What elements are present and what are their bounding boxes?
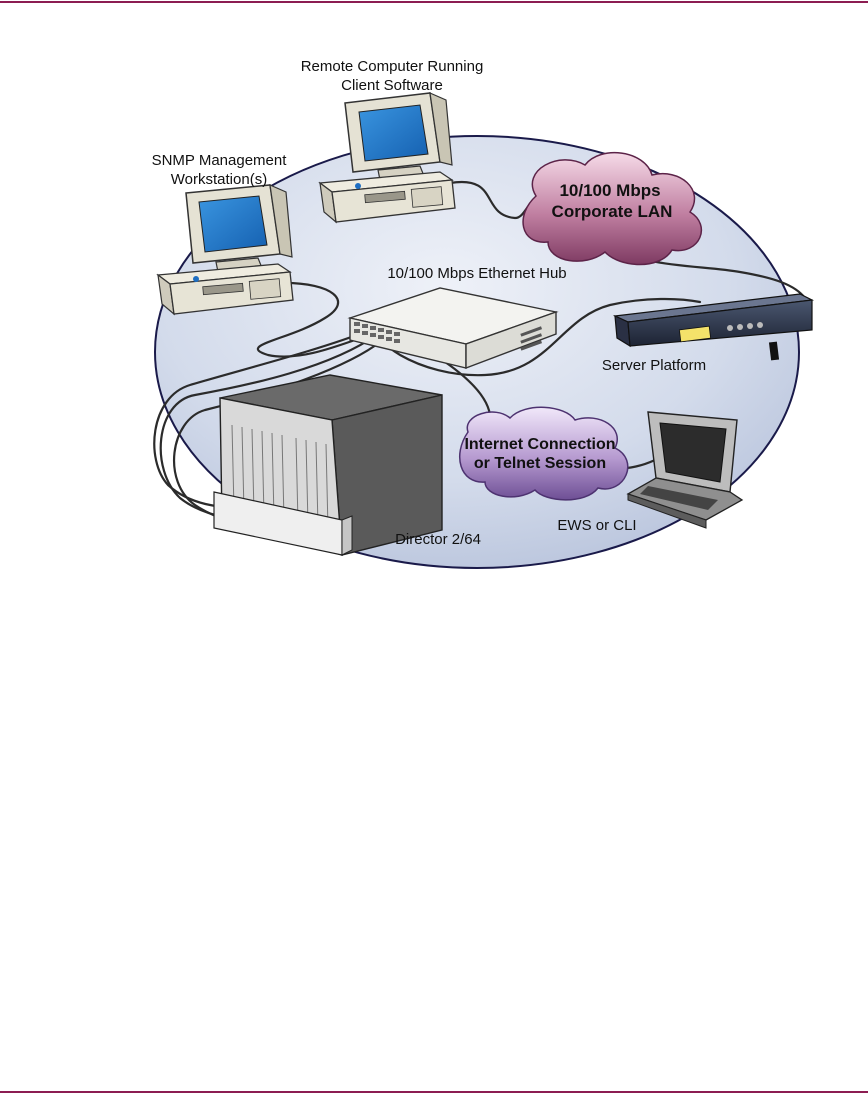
header-rule: [0, 1, 868, 3]
laptop-icon: [626, 411, 744, 529]
internet-cloud-label-line2: or Telnet Session: [474, 455, 606, 472]
lan-cloud-icon: [522, 151, 702, 266]
ethernet-hub-icon: [347, 287, 559, 370]
rack-server-icon: [612, 293, 815, 361]
remote-computer-icon: [318, 92, 456, 224]
director-switch-icon: [213, 374, 443, 556]
snmp-workstation-icon: [156, 184, 294, 316]
snmp-label-line1: SNMP Management: [152, 152, 288, 169]
director-label: Director 2/64: [395, 531, 481, 548]
server-label: Server Platform: [602, 357, 706, 374]
lan-cloud-label-line2: Corporate LAN: [552, 202, 673, 221]
internet-cloud-label-line1: Internet Connection: [464, 436, 615, 453]
ews-label: EWS or CLI: [557, 517, 636, 534]
footer-rule: [0, 1091, 868, 1093]
remote-computer-label-line2: Client Software: [341, 77, 443, 94]
lan-cloud-label-line1: 10/100 Mbps: [559, 181, 660, 200]
snmp-label-line2: Workstation(s): [171, 171, 267, 188]
remote-computer-label-line1: Remote Computer Running: [301, 58, 484, 75]
hub-label: 10/100 Mbps Ethernet Hub: [387, 265, 566, 282]
internet-cloud-icon: [459, 406, 629, 501]
